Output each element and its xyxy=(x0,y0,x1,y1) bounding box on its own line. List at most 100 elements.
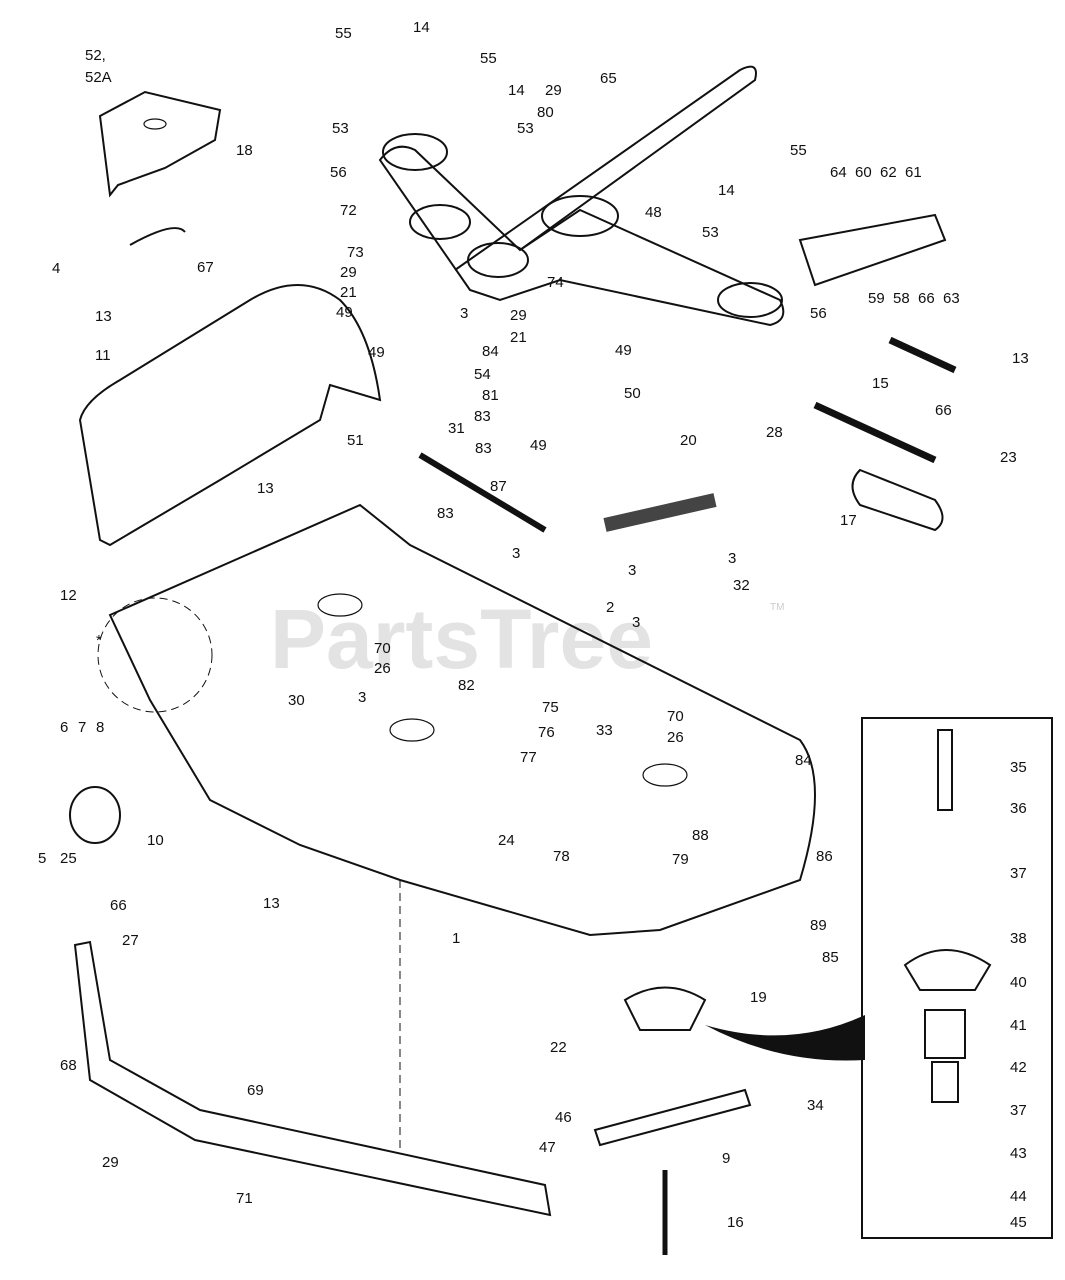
part-callout-3: 3 xyxy=(628,562,636,579)
part-callout-29: 29 xyxy=(102,1154,119,1171)
part-callout-45: 45 xyxy=(1010,1214,1027,1231)
part-callout-17: 17 xyxy=(840,512,857,529)
chute-spring xyxy=(129,227,186,246)
part-callout-23: 23 xyxy=(1000,449,1017,466)
part-callout-37: 37 xyxy=(1010,865,1027,882)
part-callout-49: 49 xyxy=(615,342,632,359)
part-callout-81: 81 xyxy=(482,387,499,404)
part-callout-14: 14 xyxy=(508,82,525,99)
part-callout-55: 55 xyxy=(480,50,497,67)
part-callout-13: 13 xyxy=(1012,350,1029,367)
part-callout-60: 60 xyxy=(855,164,872,181)
part-callout-50: 50 xyxy=(624,385,641,402)
part-callout-19: 19 xyxy=(750,989,767,1006)
part-callout-74: 74 xyxy=(547,274,564,291)
shield-hole xyxy=(143,118,167,130)
part-callout-73: 73 xyxy=(347,244,364,261)
part-callout-9: 9 xyxy=(722,1150,730,1167)
part-callout-70: 70 xyxy=(667,708,684,725)
part-callout-53: 53 xyxy=(702,224,719,241)
part-callout-54: 54 xyxy=(474,366,491,383)
spindle-opening xyxy=(642,763,688,787)
part-callout-3: 3 xyxy=(632,614,640,631)
part-callout-13: 13 xyxy=(95,308,112,325)
part-callout-31: 31 xyxy=(448,420,465,437)
drive-belt xyxy=(454,65,757,271)
part-callout-58: 58 xyxy=(893,290,910,307)
spacer xyxy=(924,1009,966,1059)
part-callout-12: 12 xyxy=(60,587,77,604)
part-callout-21: 21 xyxy=(510,329,527,346)
part-callout-88: 88 xyxy=(692,827,709,844)
part-callout-7: 7 xyxy=(78,719,86,736)
spindle-opening xyxy=(389,718,435,742)
idler-spring xyxy=(418,452,547,533)
pulley xyxy=(541,195,619,237)
part-callout-34: 34 xyxy=(807,1097,824,1114)
part-callout-20: 20 xyxy=(680,432,697,449)
discharge-chute xyxy=(78,284,382,547)
deck-belt xyxy=(378,145,785,327)
part-callout-37: 37 xyxy=(1010,1102,1027,1119)
part-callout-85: 85 xyxy=(822,949,839,966)
part-callout-24: 24 xyxy=(498,832,515,849)
part-callout-66: 66 xyxy=(110,897,127,914)
part-callout-25: 25 xyxy=(60,850,77,867)
part-callout-66: 66 xyxy=(918,290,935,307)
mower-deck xyxy=(108,503,816,937)
part-callout-44: 44 xyxy=(1010,1188,1027,1205)
part-callout-40: 40 xyxy=(1010,974,1027,991)
part-callout-67: 67 xyxy=(197,259,214,276)
part-callout-82: 82 xyxy=(458,677,475,694)
part-callout-13: 13 xyxy=(263,895,280,912)
part-callout-62: 62 xyxy=(880,164,897,181)
pulley xyxy=(409,204,471,240)
part-callout-84: 84 xyxy=(482,343,499,360)
part-callout-61: 61 xyxy=(905,164,922,181)
part-callout-48: 48 xyxy=(645,204,662,221)
part-callout-77: 77 xyxy=(520,749,537,766)
part-callout-46: 46 xyxy=(555,1109,572,1126)
tension-spring xyxy=(603,493,717,532)
spindle-housing xyxy=(903,949,992,991)
part-callout-69: 69 xyxy=(247,1082,264,1099)
part-callout-83: 83 xyxy=(474,408,491,425)
anti-scalp-arm xyxy=(798,213,947,287)
part-callout-13: 13 xyxy=(257,480,274,497)
part-callout-10: 10 xyxy=(147,832,164,849)
part-callout-33: 33 xyxy=(596,722,613,739)
spindle-opening xyxy=(317,593,363,617)
part-callout-55: 55 xyxy=(790,142,807,159)
part-callout-65: 65 xyxy=(600,70,617,87)
spindle-detail-inset xyxy=(861,717,1053,1239)
gauge-wheel xyxy=(69,786,121,844)
part-callout-18: 18 xyxy=(236,142,253,159)
part-callout-79: 79 xyxy=(672,851,689,868)
part-callout-83: 83 xyxy=(437,505,454,522)
part-callout-3: 3 xyxy=(460,305,468,322)
part-callout-29: 29 xyxy=(545,82,562,99)
part-callout-28: 28 xyxy=(766,424,783,441)
part-callout-86: 86 xyxy=(816,848,833,865)
part-callout-70: 70 xyxy=(374,640,391,657)
part-callout-42: 42 xyxy=(1010,1059,1027,1076)
part-callout-76: 76 xyxy=(538,724,555,741)
part-callout-84: 84 xyxy=(795,752,812,769)
part-callout-26: 26 xyxy=(667,729,684,746)
part-callout-21: 21 xyxy=(340,284,357,301)
roller xyxy=(851,468,944,532)
pulley xyxy=(717,282,783,318)
part-callout-72: 72 xyxy=(340,202,357,219)
trademark: TM xyxy=(770,602,784,613)
part-callout-71: 71 xyxy=(236,1190,253,1207)
part-callout-52A: 52A xyxy=(85,69,112,86)
part-callout-14: 14 xyxy=(413,19,430,36)
detail-circle xyxy=(97,597,213,713)
front-baffle xyxy=(73,940,552,1217)
part-callout-51: 51 xyxy=(347,432,364,449)
part-callout-53: 53 xyxy=(332,120,349,137)
part-callout-63: 63 xyxy=(943,290,960,307)
part-callout-16: 16 xyxy=(727,1214,744,1231)
part-callout-29: 29 xyxy=(340,264,357,281)
